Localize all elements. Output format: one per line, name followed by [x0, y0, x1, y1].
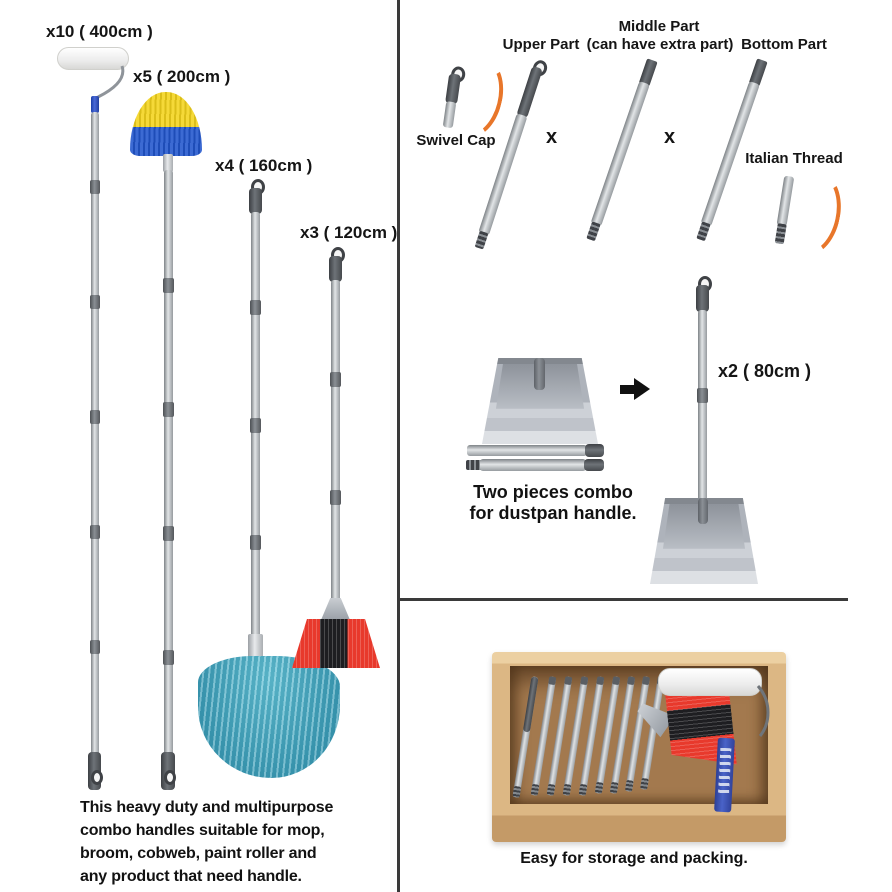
dustpan-handle-pole: [698, 310, 707, 505]
label-upper-part: Upper Part: [502, 36, 580, 53]
pole-joint: [90, 180, 100, 194]
caption-line: for dustpan handle.: [469, 503, 637, 523]
pole-joint: [163, 278, 174, 293]
label-middle-part-note: (can have extra part): [586, 36, 734, 53]
pole-joint: [250, 300, 261, 315]
stored-paint-roller-icon: [658, 668, 762, 696]
pole-joint: [163, 402, 174, 417]
dustpan-socket: [534, 358, 545, 390]
label-italian-thread: Italian Thread: [745, 150, 843, 167]
label-bottom-part: Bottom Part: [741, 36, 827, 53]
label-middle-part: Middle Part: [618, 18, 700, 35]
thread-tip: [586, 221, 601, 242]
description-line: combo handles suitable for mop,: [80, 822, 325, 839]
pole-joint: [250, 535, 261, 550]
rod-cap: [584, 459, 604, 471]
description-line: any product that need handle.: [80, 868, 302, 885]
brush-ferrule: [163, 154, 173, 172]
pole-body: [590, 81, 650, 227]
pole-grip: [516, 65, 543, 119]
broom-head-icon: [292, 619, 380, 668]
hanging-hole-icon: [164, 770, 176, 785]
rod-body: [480, 459, 586, 471]
thread-tip: [696, 221, 711, 242]
product-description: This heavy duty and multipurpose combo h…: [80, 796, 380, 888]
pole-joint: [90, 410, 100, 424]
middle-part-icon: [585, 58, 658, 242]
description-line: broom, cobweb, paint roller and: [80, 845, 317, 862]
roller-handle-band: [91, 96, 99, 113]
thread-tip: [466, 460, 482, 470]
assembled-dustpan-icon: [650, 498, 758, 584]
horizontal-divider: [398, 598, 848, 601]
label-marks: [718, 747, 732, 795]
hanging-hole-icon: [91, 770, 103, 785]
cobweb-brush-icon: [130, 92, 202, 156]
pole-grip: [696, 285, 709, 312]
vertical-divider: [397, 0, 400, 892]
mop-head-icon: [198, 656, 340, 778]
pole-x3: [331, 280, 340, 602]
caption-line: Two pieces combo: [473, 482, 633, 502]
multiply-symbol: x: [664, 126, 676, 148]
thread-tip: [474, 230, 489, 250]
label-x5-200cm: x5 ( 200cm ): [133, 67, 231, 86]
label-swivel-cap: Swivel Cap: [416, 132, 496, 149]
dustpan-socket: [698, 498, 708, 524]
mop-connector: [248, 634, 263, 660]
paint-roller-icon: [57, 47, 129, 70]
pole-joint: [90, 640, 100, 654]
roller-wire-icon: [97, 65, 125, 99]
rod-body: [467, 445, 587, 456]
pole-joint: [163, 526, 174, 541]
pole-x10: [91, 112, 99, 755]
dustpan-combo-caption: Two pieces combo for dustpan handle.: [453, 482, 653, 524]
pole-joint: [90, 295, 100, 309]
description-line: This heavy duty and multipurpose: [80, 799, 334, 816]
dustpan-rod-2: [466, 459, 604, 471]
stored-roller-wire-icon: [756, 685, 770, 737]
pole-grip: [249, 188, 262, 214]
label-x4-160cm: x4 ( 160cm ): [215, 156, 313, 175]
pole-joint: [250, 418, 261, 433]
pole-joint: [330, 490, 341, 505]
pole-joint: [163, 650, 174, 665]
rod-cap: [585, 444, 604, 457]
pole-joint: [90, 525, 100, 539]
pole-x5: [164, 170, 173, 755]
pole-joint: [330, 372, 341, 387]
storage-caption: Easy for storage and packing.: [520, 850, 748, 867]
pole-grip: [329, 256, 342, 282]
label-x2-80cm: x2 ( 80cm ): [718, 361, 812, 381]
broom-holder: [321, 598, 350, 620]
label-x10-400cm: x10 ( 400cm ): [46, 22, 153, 41]
dustpan-rod-1: [467, 444, 604, 457]
label-x3-120cm: x3 ( 120cm ): [300, 223, 398, 242]
pole-joint: [697, 388, 708, 403]
multiply-symbol: x: [546, 126, 558, 148]
